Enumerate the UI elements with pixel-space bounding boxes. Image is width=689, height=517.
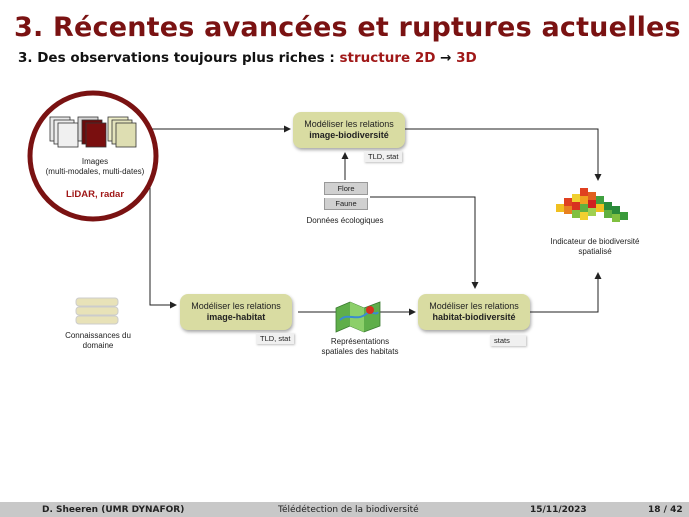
- slide-title: 3. Récentes avancées et ruptures actuell…: [14, 12, 681, 43]
- connaissances-label: Connaissances du domaine: [65, 331, 131, 350]
- box-image-habitat: Modéliser les relations image-habitat: [180, 294, 292, 330]
- flore-label: Flore: [324, 182, 368, 195]
- tag-habitat-biodiversite: stats: [490, 335, 526, 346]
- images-label: Images (multi-modales, multi-dates): [45, 157, 145, 176]
- images-group: [26, 89, 160, 223]
- slide-footer: D. Sheeren (UMR DYNAFOR) Télédétection d…: [0, 502, 689, 517]
- faune-label: Faune: [324, 198, 368, 210]
- arrow-imagebio-to-indicator: [405, 128, 602, 181]
- biodiversity-map-icon: [556, 188, 628, 222]
- subtitle-prefix: 3. Des observations toujours plus riches…: [18, 50, 335, 66]
- box-image-biodiversite: Modéliser les relations image-biodiversi…: [293, 112, 405, 148]
- subtitle-accent: structure 2D: [339, 50, 436, 66]
- subtitle-arrow: →: [440, 50, 452, 66]
- arrow-donnees-to-habbio: [370, 196, 479, 289]
- footer-date: 15/11/2023: [530, 504, 587, 515]
- slide-subtitle: 3. Des observations toujours plus riches…: [18, 50, 477, 66]
- habitat-map-icon: [335, 301, 381, 333]
- donnees-ecologiques-label: Données écologiques: [306, 216, 384, 225]
- arrow-images-to-imagehab: [149, 185, 177, 309]
- representations-label: Représentations spatiales des habitats: [321, 337, 399, 356]
- footer-author: D. Sheeren (UMR DYNAFOR): [42, 504, 185, 515]
- subtitle-suffix: 3D: [456, 50, 477, 66]
- indicator-label: Indicateur de biodiversité spatialisé: [550, 237, 640, 256]
- donnees-ecologiques-stack: Flore Faune: [324, 182, 368, 210]
- footer-talk: Télédétection de la biodiversité: [278, 504, 419, 515]
- image-stack-icon: [27, 90, 159, 222]
- footer-page: 18 / 42: [648, 504, 683, 515]
- tag-image-habitat: TLD, stat: [256, 333, 295, 344]
- tag-image-biodiversite: TLD, stat: [364, 151, 403, 162]
- highlight-circle: [27, 90, 159, 222]
- lidar-label: LiDAR, radar: [65, 189, 125, 200]
- box-habitat-biodiversite: Modéliser les relations habitat-biodiver…: [418, 294, 530, 330]
- arrow-habbio-to-indicator: [530, 272, 602, 313]
- database-icon: [75, 297, 119, 325]
